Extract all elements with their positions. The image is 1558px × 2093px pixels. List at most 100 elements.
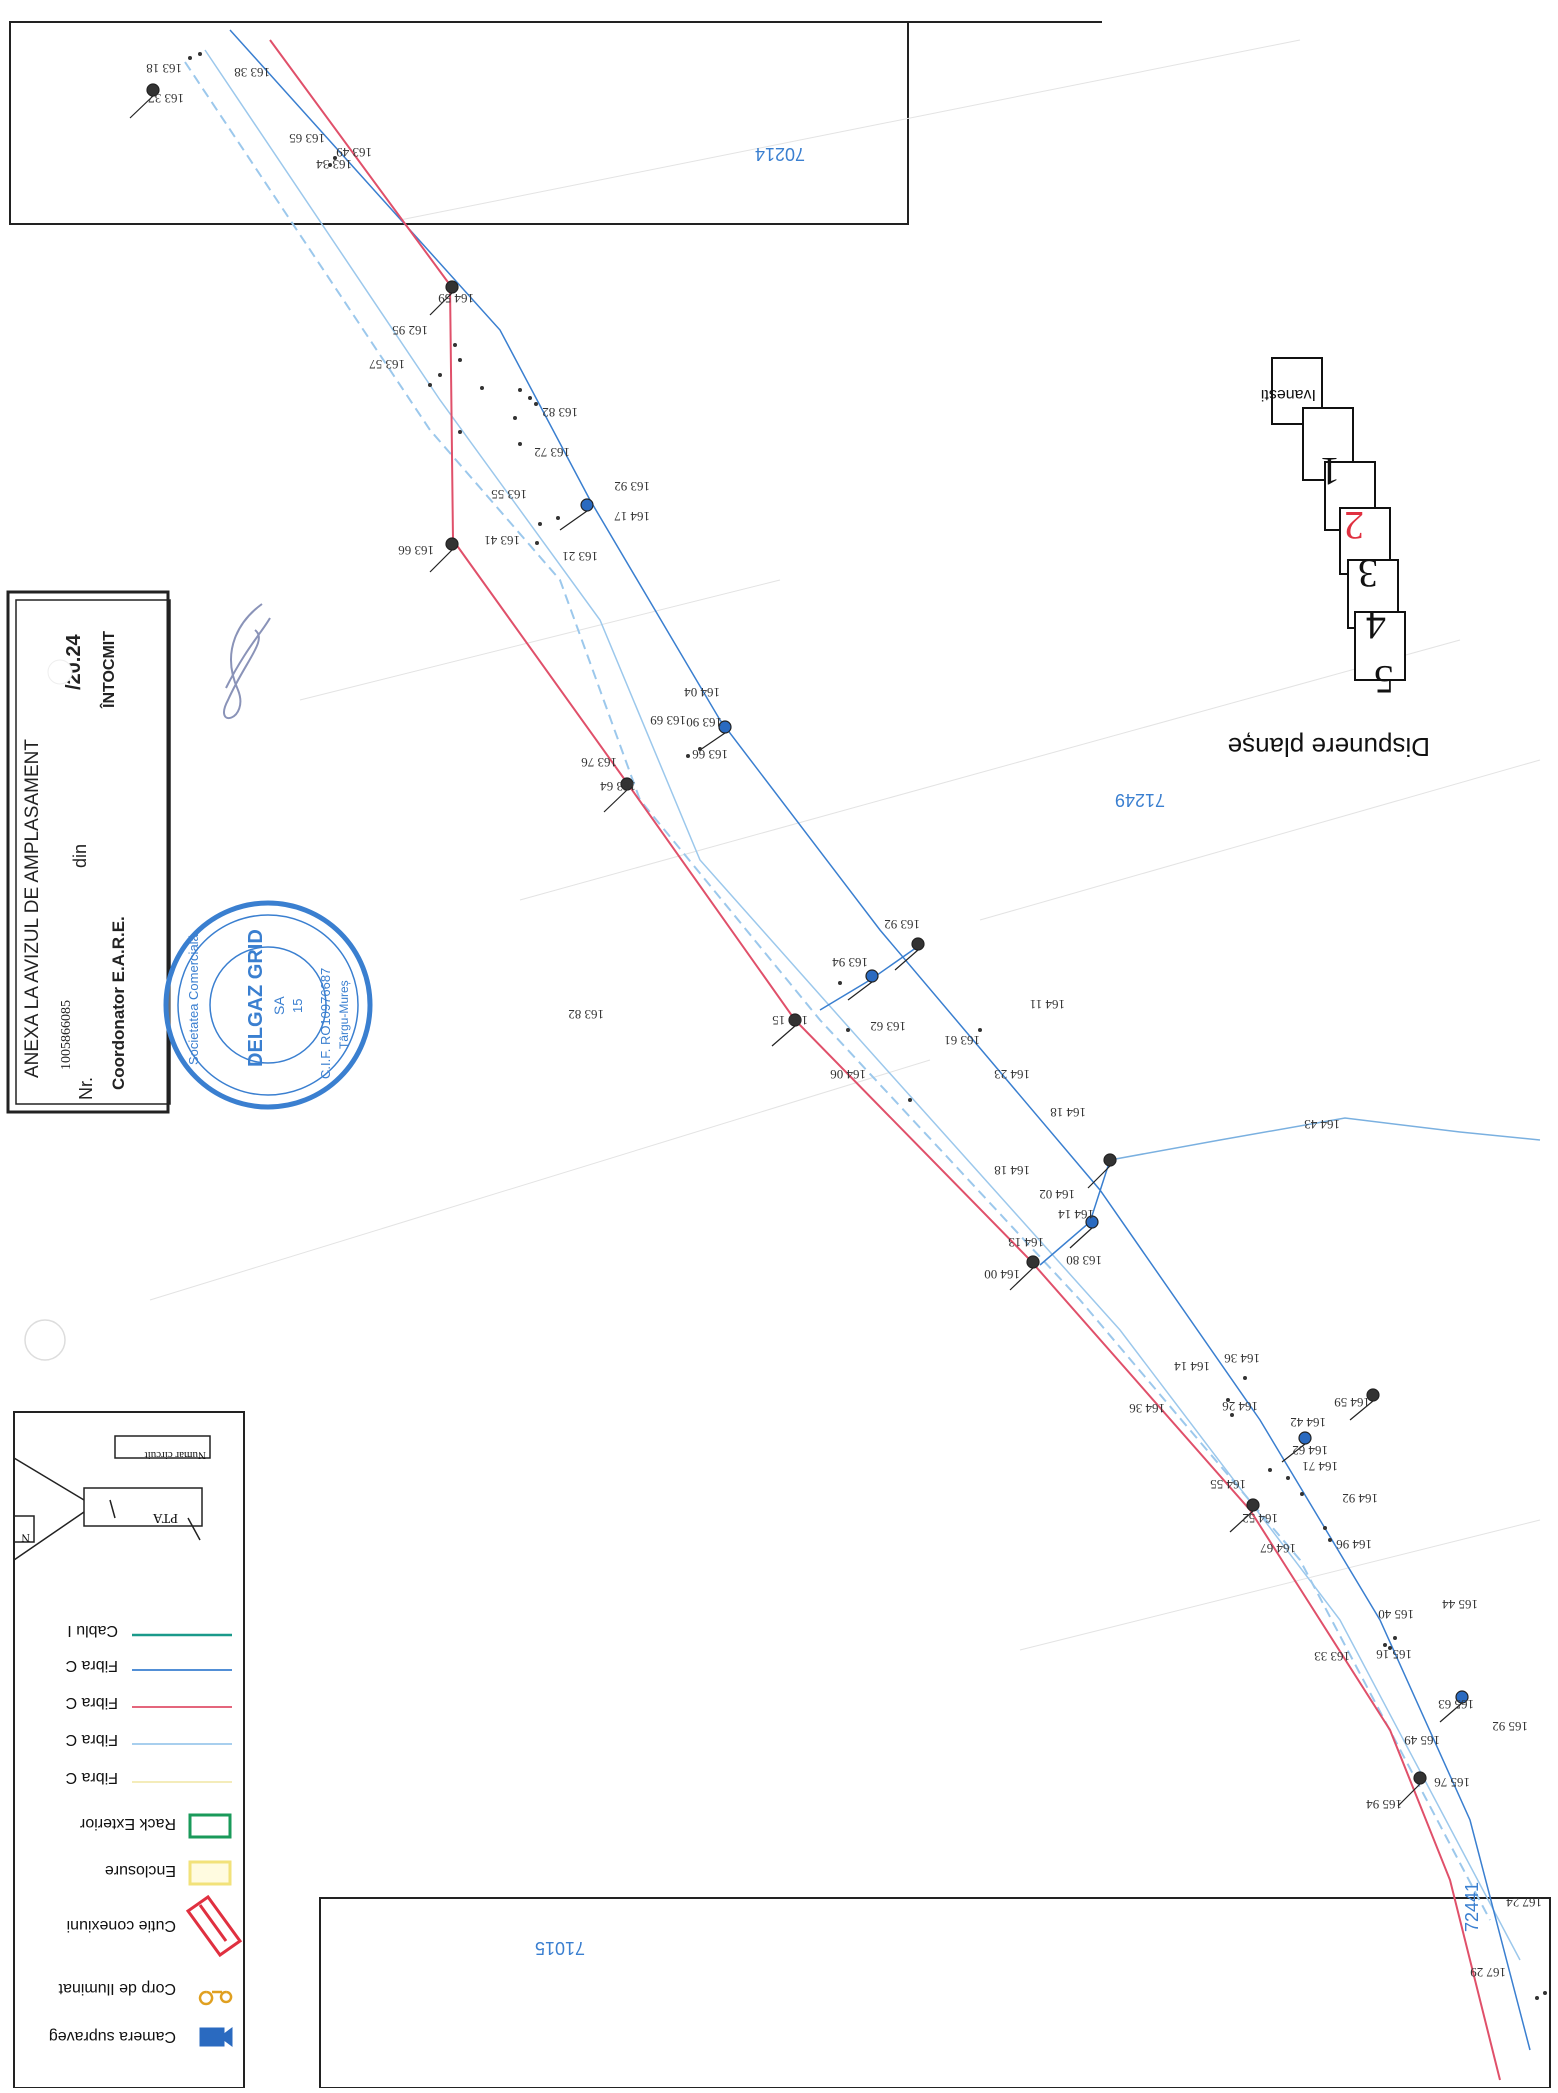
parcel-number-label: 71015 — [535, 1938, 585, 1958]
sheet-number: 1 — [1320, 449, 1340, 494]
pole-marker — [894, 937, 925, 971]
point-label: 164 00 — [984, 1267, 1020, 1282]
point-label: 165 49 — [1404, 1733, 1440, 1748]
enclosure-icon — [188, 1860, 232, 1886]
fiber-red-route — [269, 39, 1501, 2081]
parcel-block-top — [9, 21, 909, 225]
pole-marker — [1439, 1690, 1469, 1723]
point-label: 164 11 — [1030, 997, 1065, 1012]
legend-n-label: N — [21, 1531, 30, 1545]
point-label: 163 65 — [289, 131, 325, 146]
point-label: 164 14 — [1174, 1359, 1210, 1374]
background-grid — [149, 39, 1541, 1651]
legend-item: Rack Exterior — [79, 1813, 232, 1839]
pole-marker — [603, 777, 634, 813]
parcel-number-label: 71249 — [1115, 790, 1165, 810]
pole-marker — [429, 537, 459, 573]
point-label: 164 59 — [1334, 1395, 1370, 1410]
legend-item: Corp de Iluminat — [58, 1980, 233, 2006]
legend-item-label: Cutie conexiuni — [67, 1917, 176, 1934]
point-label: 163 34 — [316, 157, 352, 172]
legend-item: Fibra C — [66, 1769, 232, 1786]
sheet-number: 5 — [1374, 657, 1394, 702]
pole-marker — [1349, 1388, 1380, 1421]
pole-marker — [559, 498, 594, 531]
survey-points — [188, 52, 1547, 2000]
point-label: 164 23 — [994, 1067, 1030, 1082]
pole-marker — [1229, 1498, 1260, 1533]
point-label: 163 18 — [146, 61, 182, 76]
point-label: 164 14 — [1058, 1207, 1094, 1222]
legend-item: Enclosure — [105, 1860, 232, 1886]
legend-item: Fibra C — [66, 1694, 232, 1711]
pole-marker — [1087, 1153, 1117, 1189]
point-label: 163 92 — [614, 479, 650, 494]
annex-box: ANEXA LA AVIZUL DE AMPLASAMENT Nr. 10058… — [6, 590, 171, 1114]
legend-item-label: Corp de Iluminat — [58, 1980, 176, 1997]
point-label: 164 43 — [1304, 1117, 1340, 1132]
annex-title: ANEXA LA AVIZUL DE AMPLASAMENT — [22, 739, 43, 1078]
point-label: 164 26 — [1222, 1399, 1258, 1414]
point-label: 163 80 — [1066, 1253, 1102, 1268]
point-label: 163 66 — [398, 543, 434, 558]
sheet-number: 3 — [1358, 551, 1378, 596]
point-label: 164 06 — [830, 1067, 866, 1082]
camera-icon — [199, 2027, 233, 2047]
company-stamp: DELGAZ GRID SA 15 C.I.F. RO10976687 Târg… — [163, 900, 373, 1110]
pole-marker — [771, 1013, 802, 1047]
pole-marker — [429, 280, 459, 316]
hole-punch — [47, 659, 73, 685]
legend-pta-symbol — [13, 1435, 211, 1561]
sheet-layout-diagram: Dispunere planșe Ivanesti 1 2 3 4 5 — [1228, 357, 1430, 762]
sheet-tiles — [1271, 357, 1406, 681]
legend-item-label: Fibra C — [66, 1731, 118, 1748]
point-label: 163 55 — [491, 487, 527, 502]
point-label: 163 94 — [832, 955, 868, 970]
point-label: 163 66 — [692, 747, 728, 762]
legend-circuit-label: Numar circuit — [145, 1449, 206, 1461]
point-label: 165 76 — [1434, 1775, 1470, 1790]
point-label: 163 57 — [369, 357, 405, 372]
poles — [129, 83, 1469, 1807]
pole-marker — [1069, 1215, 1099, 1249]
legend-item-label: Fibra C — [66, 1694, 118, 1711]
stamp-cif: C.I.F. RO10976687 — [318, 968, 333, 1079]
sheet-layout-place: Ivanesti — [1261, 386, 1316, 403]
legend-item-label: Camera supraveg — [49, 2028, 176, 2045]
point-label: 165 63 — [1438, 1697, 1474, 1712]
point-label: 167 24 — [1506, 1895, 1542, 1910]
fiber-light-blue-route — [184, 61, 1491, 1921]
point-label: 163 49 — [336, 145, 372, 160]
point-label: 163 33 — [1314, 1649, 1350, 1664]
sheet-tile-5 — [1354, 611, 1406, 681]
annex-nr-value: 1005866085 — [59, 1000, 74, 1070]
sheet-number-current: 2 — [1344, 503, 1364, 548]
point-label: 164 59 — [438, 291, 474, 306]
legend-item-label: Rack Exterior — [79, 1815, 176, 1832]
point-label: 164 02 — [1039, 1187, 1075, 1202]
hole-punch — [24, 1319, 66, 1361]
point-label: 163 37 — [148, 91, 184, 106]
point-label: 164 18 — [1050, 1105, 1086, 1120]
point-label: 162 95 — [392, 323, 428, 338]
point-label: 164 67 — [1260, 1541, 1296, 1556]
point-label: 163 76 — [581, 755, 617, 770]
pole-marker — [847, 969, 879, 1001]
parcel-number-label: 72441 — [1462, 1882, 1482, 1932]
signature — [223, 603, 271, 719]
rack-exterior-icon — [188, 1813, 232, 1839]
stamp-registry: Societatea Comercială — [186, 933, 201, 1065]
point-label: 163 90 — [686, 715, 722, 730]
point-label: 165 44 — [1442, 1597, 1478, 1612]
point-label: 164 62 — [1292, 1443, 1328, 1458]
point-label: 163 64 — [600, 779, 636, 794]
point-label: 163 61 — [944, 1033, 980, 1048]
point-label: 163 69 — [650, 713, 686, 728]
point-label: 164 42 — [1290, 1415, 1326, 1430]
legend-pta-label: PTA — [152, 1510, 178, 1525]
stamp-sa: SA — [271, 996, 287, 1015]
street-light-icon — [198, 1990, 233, 2006]
